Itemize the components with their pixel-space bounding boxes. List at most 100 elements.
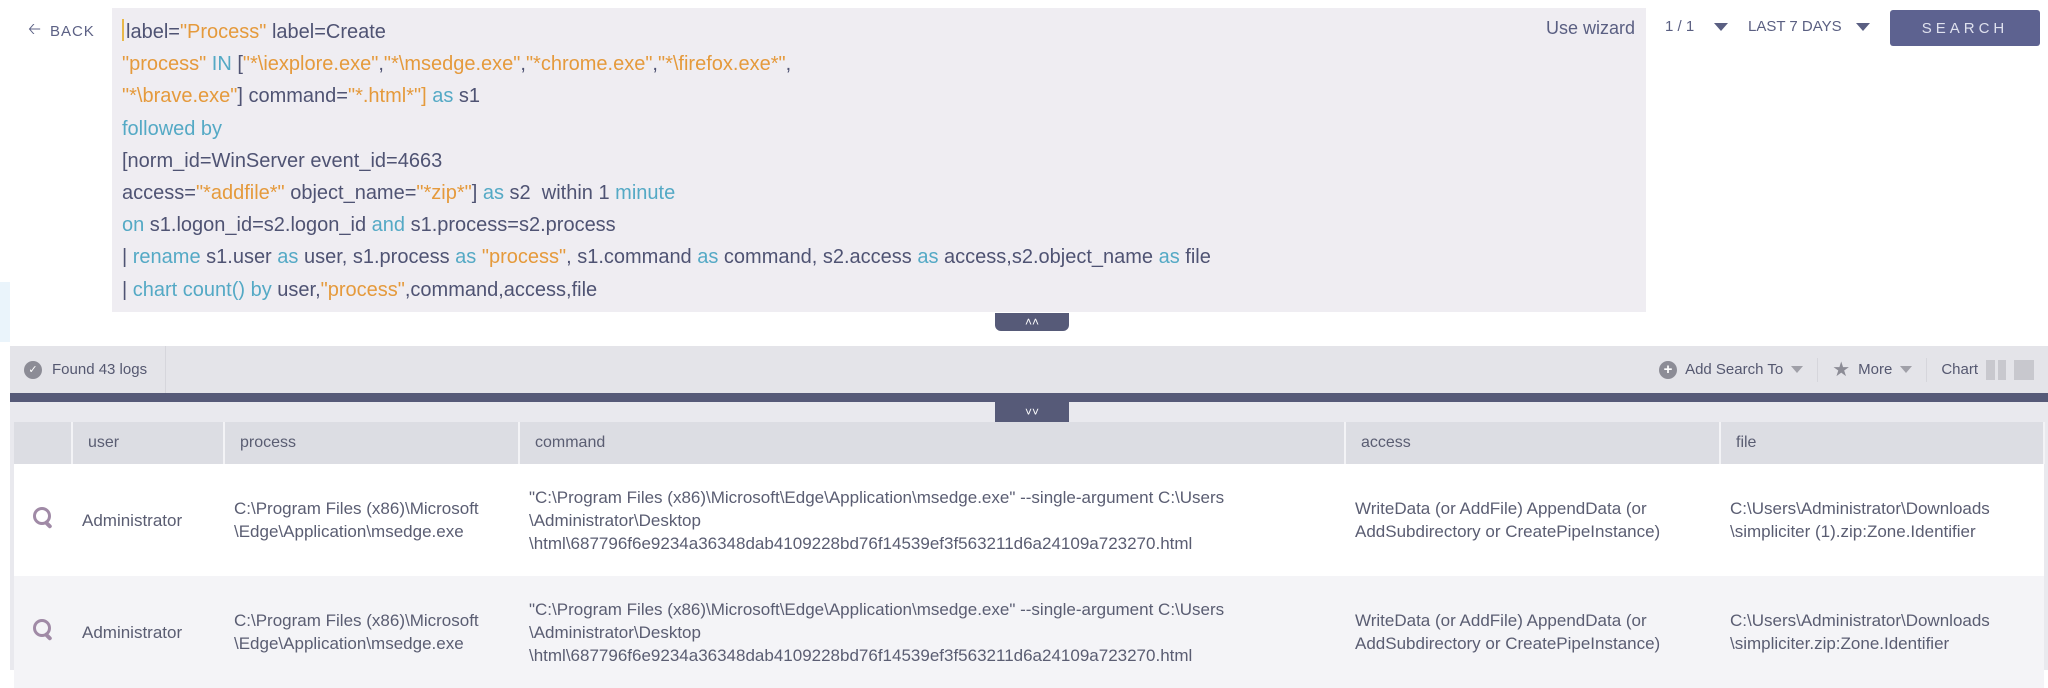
results-status-bar: ✓ Found 43 logs + Add Search To ★ More C…	[10, 346, 2048, 393]
column-header-access[interactable]: access	[1345, 422, 1721, 464]
use-wizard-link[interactable]: Use wizard	[1546, 18, 1636, 38]
query-text-token: , s1.command	[566, 246, 698, 269]
query-keyword-token: as	[697, 246, 719, 269]
query-line: on s1.logon_id=s2.logon_id and s1.proces…	[122, 209, 1636, 241]
search-icon[interactable]	[32, 506, 54, 528]
single-view-icon[interactable]	[2014, 359, 2034, 380]
row-action-cell[interactable]	[14, 576, 72, 688]
repo-paging-dropdown[interactable]: 1 / 1	[1665, 18, 1729, 35]
time-range-dropdown[interactable]: LAST 7 DAYS	[1748, 18, 1870, 35]
column-header-actions	[14, 422, 73, 464]
cell-line: C:\Program Files (x86)\Microsoft	[234, 499, 479, 518]
query-string-token: "*\brave.exe"	[122, 85, 238, 108]
time-range-label: LAST 7 DAYS	[1748, 18, 1842, 35]
cell-line: AddSubdirectory or CreatePipeInstance)	[1355, 634, 1661, 653]
search-icon[interactable]	[32, 618, 54, 640]
query-string-token: "*\iexplore.exe"	[242, 53, 379, 76]
query-editor[interactable]: label="Process" label=Create"process" IN…	[112, 8, 1646, 312]
results-table: user process command access file Adminis…	[14, 422, 2045, 688]
found-logs-label: Found 43 logs	[52, 361, 148, 378]
query-string-token: "process"	[481, 246, 567, 269]
table-header-row: user process command access file	[14, 422, 2045, 464]
cell-line: \Edge\Application\msedge.exe	[234, 634, 464, 653]
query-string-token: "*.html*"	[347, 85, 422, 108]
chart-label: Chart	[1941, 361, 1978, 378]
cell-line: \html\687796f6e9234a36348dab4109228bd76f…	[529, 533, 1193, 553]
back-button[interactable]: 🡠 BACK	[28, 18, 95, 45]
double-chevron-up-icon: ˄˄	[1024, 315, 1039, 329]
cell-access: WriteData (or AddFile) AppendData (or Ad…	[1345, 464, 1720, 576]
cell-file: C:\Users\Administrator\Downloads \simpli…	[1720, 464, 2044, 576]
text-cursor	[122, 19, 124, 41]
query-text-token: label=Create	[266, 21, 386, 43]
query-string-token: "*addfile*"	[195, 182, 285, 205]
split-view-icon[interactable]	[1986, 359, 2006, 380]
cell-line: \simpliciter (1).zip:Zone.Identifier	[1730, 522, 1976, 541]
query-text-token: object_name=	[284, 182, 417, 205]
query-text-token: label=	[126, 21, 180, 43]
query-line: | rename s1.user as user, s1.process as …	[122, 241, 1636, 273]
query-text-token: user, s1.process	[298, 246, 456, 269]
query-keyword-token: by	[250, 278, 272, 301]
cell-process: C:\Program Files (x86)\Microsoft \Edge\A…	[224, 576, 519, 688]
cell-line: C:\Program Files (x86)\Microsoft	[234, 611, 479, 630]
chart-view-toggle: Chart	[1927, 358, 2048, 382]
query-text-token: ,	[785, 53, 792, 76]
column-header-user[interactable]: user	[72, 422, 225, 464]
query-keyword-token: as	[455, 246, 477, 269]
column-header-file[interactable]: file	[1720, 422, 2045, 464]
expand-results-button[interactable]: ˅˅	[995, 402, 1069, 422]
cell-line: \simpliciter.zip:Zone.Identifier	[1730, 634, 1950, 653]
query-keyword-token: as	[277, 246, 299, 269]
query-text-token: ,	[652, 53, 658, 76]
left-accent-strip	[0, 282, 10, 342]
cell-line: WriteData (or AddFile) AppendData (or	[1355, 611, 1647, 630]
cell-user: Administrator	[72, 464, 224, 576]
query-text-token: s1.user	[200, 246, 278, 269]
cell-line: \Administrator\Desktop	[529, 510, 701, 530]
column-header-process[interactable]: process	[224, 422, 520, 464]
cell-line: \html\687796f6e9234a36348dab4109228bd76f…	[529, 645, 1193, 665]
query-keyword-token: and	[371, 214, 406, 237]
cell-access: WriteData (or AddFile) AppendData (or Ad…	[1345, 576, 1720, 688]
result-tools: + Add Search To ★ More Chart	[1645, 346, 2048, 393]
query-text-token: user,	[271, 278, 321, 301]
double-chevron-down-icon: ˅˅	[1024, 405, 1039, 419]
cell-line: C:\Users\Administrator\Downloads	[1730, 499, 1990, 518]
query-keyword-token: as	[482, 182, 504, 205]
query-keyword-token: followed by	[122, 117, 223, 140]
collapse-query-button[interactable]: ˄˄	[995, 313, 1069, 331]
row-action-cell[interactable]	[14, 464, 72, 576]
query-text-token: s1.process=s2.process	[405, 214, 616, 237]
more-dropdown[interactable]: ★ More	[1818, 357, 1928, 382]
query-line: followed by	[122, 113, 1636, 145]
found-logs-status: ✓ Found 43 logs	[10, 346, 167, 393]
query-text-token: ] command=	[237, 85, 348, 108]
cell-line: "C:\Program Files (x86)\Microsoft\Edge\A…	[529, 599, 1225, 619]
query-line: [norm_id=WinServer event_id=4663	[122, 145, 1636, 177]
back-label: BACK	[49, 23, 95, 40]
query-keyword-token: rename	[132, 246, 201, 269]
query-line: "process" IN ["*\iexplore.exe","*\msedge…	[122, 48, 1636, 80]
query-string-token: "*chrome.exe"	[525, 53, 653, 76]
query-text-token: access,s2.object_name	[938, 246, 1159, 269]
search-button[interactable]: SEARCH	[1890, 10, 2040, 46]
query-keyword-token: minute	[615, 182, 676, 205]
query-keyword-token: as	[1158, 246, 1180, 269]
query-keyword-token: as	[432, 85, 454, 108]
query-line: access="*addfile*" object_name="*zip*"] …	[122, 177, 1636, 209]
column-header-command[interactable]: command	[519, 422, 1346, 464]
query-string-token: "*\msedge.exe"	[383, 53, 521, 76]
cell-user: Administrator	[72, 576, 224, 688]
cell-line: "C:\Program Files (x86)\Microsoft\Edge\A…	[529, 487, 1225, 507]
results-divider[interactable]	[10, 393, 2048, 402]
add-search-to-dropdown[interactable]: + Add Search To	[1645, 357, 1819, 382]
query-text-token: [norm_id=WinServer event_id=4663	[122, 149, 443, 172]
cell-line: AddSubdirectory or CreatePipeInstance)	[1355, 522, 1661, 541]
query-line: "*\brave.exe"] command="*.html*"] as s1	[122, 80, 1636, 112]
query-string-token: "process"	[320, 278, 405, 301]
caret-down-icon	[1714, 22, 1729, 31]
query-keyword-token: chart count()	[132, 278, 246, 301]
caret-down-icon	[1791, 366, 1804, 373]
query-line: | chart count() by user,"process",comman…	[122, 274, 1636, 306]
